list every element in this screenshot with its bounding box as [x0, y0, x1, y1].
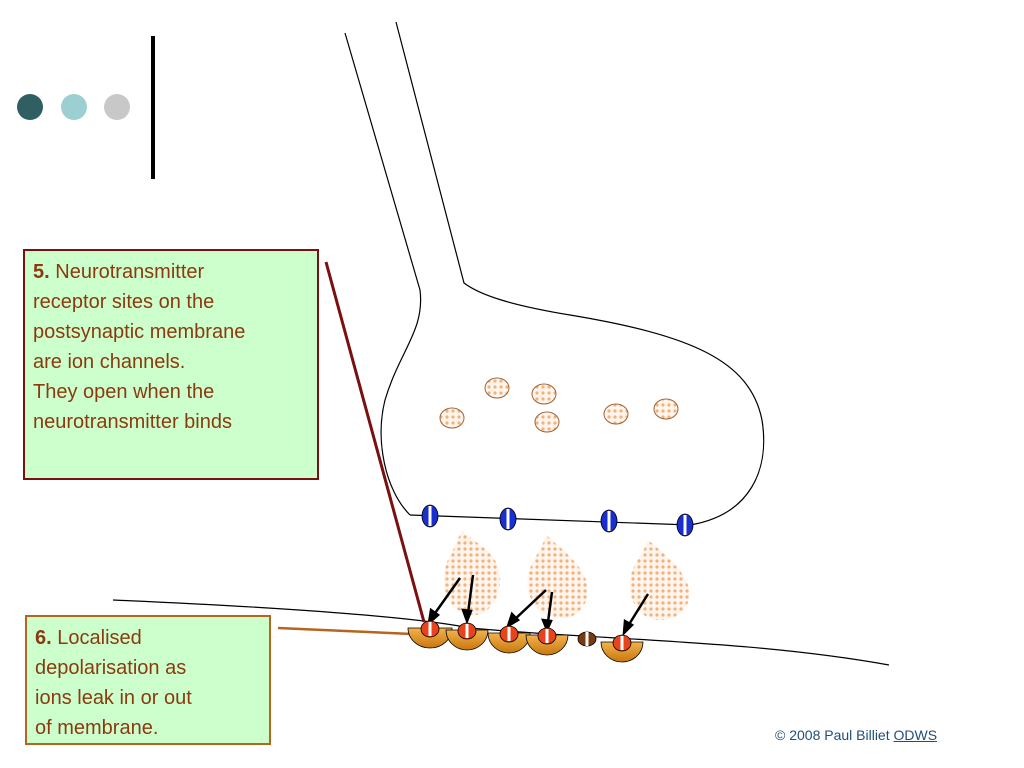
receptor-channel-closed: [577, 631, 597, 647]
vesicle: [534, 411, 560, 433]
neurotransmitter-clouds: [443, 530, 690, 621]
odws-link[interactable]: ODWS: [893, 727, 938, 743]
copyright-text: © 2008 Paul Billiet: [775, 727, 890, 743]
copyright-footer: © 2008 Paul Billiet ODWS: [775, 727, 937, 743]
receptor-channel-open: [487, 625, 531, 654]
neurotransmitter-cloud: [443, 530, 501, 616]
presynaptic-channels: [421, 504, 694, 537]
callout-5-line: are ion channels.: [33, 351, 186, 373]
callout-5-number: 5.: [33, 261, 50, 283]
callout-6-line: depolarisation as: [35, 657, 187, 679]
neurotransmitter-cloud: [527, 535, 588, 619]
callout-depolarisation: 6. Localised depolarisation as ions leak…: [25, 615, 271, 745]
callout-5-line: receptor sites on the: [33, 291, 215, 313]
receptor-channel-open: [525, 627, 569, 656]
vesicle: [653, 398, 679, 420]
axon-left-edge: [344, 32, 422, 516]
leader-line-5: [324, 261, 426, 623]
presynaptic-membrane: [409, 514, 691, 526]
decor-dot-teal: [61, 94, 87, 120]
receptor-channel-open: [407, 620, 453, 649]
axon-right-edge: [395, 21, 765, 526]
decor-dot-dark: [17, 94, 43, 120]
binding-arrows: [427, 574, 650, 637]
callout-6-line: ions leak in or out: [35, 687, 192, 709]
callout-5-line: neurotransmitter binds: [33, 411, 232, 433]
decor-vertical-bar: [151, 36, 155, 179]
vesicle: [603, 403, 629, 425]
vesicle: [439, 407, 465, 429]
postsynaptic-receptors: [407, 620, 644, 663]
receptor-channel-open: [600, 634, 644, 663]
leader-line-6: [277, 626, 413, 636]
vesicles: [439, 377, 679, 433]
vesicle: [484, 377, 510, 399]
callout-5-line: They open when the: [33, 381, 215, 403]
callout-receptor-sites: 5. Neurotransmitter receptor sites on th…: [23, 249, 319, 480]
calcium-channel: [421, 504, 439, 528]
calcium-channel: [499, 507, 517, 531]
callout-6-number: 6.: [35, 627, 52, 649]
presynaptic-terminal: [344, 21, 765, 526]
callout-5-line: postsynaptic membrane: [33, 321, 246, 343]
receptor-channel-open: [445, 622, 489, 651]
callout-6-line: of membrane.: [35, 717, 159, 739]
calcium-channel: [600, 509, 618, 533]
vesicle: [531, 383, 557, 405]
callout-6-line: Localised: [57, 627, 142, 649]
callout-5-line: Neurotransmitter: [55, 261, 205, 283]
decor-dot-grey: [104, 94, 130, 120]
calcium-channel: [676, 513, 694, 537]
